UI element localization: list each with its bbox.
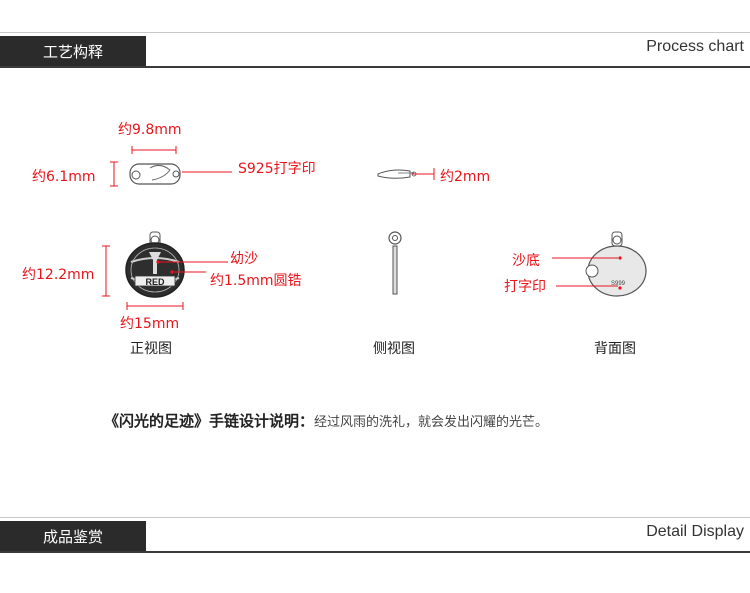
- clasp-drawing: [129, 163, 181, 185]
- side-charm-drawing: [388, 231, 402, 295]
- clasp-stamp-label: S925打字印: [238, 161, 316, 177]
- description-title: 《闪光的足迹》手链设计说明：: [104, 412, 315, 430]
- front-view-caption: 正视图: [130, 341, 172, 357]
- back-stamp-mark: S999: [611, 281, 626, 287]
- divider: [0, 517, 750, 518]
- clasp-height-label: 约6.1mm: [32, 169, 96, 185]
- back-stamp-label: 打字印: [504, 279, 546, 295]
- clasp-width-label: 约9.8mm: [118, 122, 182, 138]
- divider: [0, 66, 750, 68]
- charm-height-label: 约12.2mm: [22, 267, 95, 283]
- finish-label: 幼沙: [230, 251, 258, 267]
- description-text: 经过风雨的洗礼，就会发出闪耀的光芒。: [314, 415, 549, 430]
- design-description: 《闪光的足迹》手链设计说明：经过风雨的洗礼，就会发出闪耀的光芒。: [104, 410, 548, 431]
- divider: [0, 551, 750, 553]
- back-finish-label: 沙底: [512, 253, 540, 269]
- section-title-en: Detail Display: [646, 523, 744, 540]
- section-title-en: Process chart: [646, 38, 744, 55]
- section-tab: 成品鉴赏: [0, 521, 146, 553]
- back-view-caption: 背面图: [594, 341, 636, 357]
- charm-width-label: 约15mm: [120, 316, 180, 332]
- setting-label: 约1.5mm圆锆: [210, 273, 302, 289]
- charm-front-drawing: RED: [125, 231, 185, 298]
- svg-text:RED: RED: [145, 277, 165, 287]
- section-tab: 工艺构释: [0, 36, 146, 68]
- section-header-process: 工艺构释 Process chart: [0, 32, 750, 68]
- divider: [0, 32, 750, 33]
- side-thickness-label: 约2mm: [440, 169, 491, 185]
- section-header-detail: 成品鉴赏 Detail Display: [0, 517, 750, 553]
- side-view-caption: 侧视图: [373, 341, 415, 357]
- side-clasp-drawing: [377, 169, 417, 179]
